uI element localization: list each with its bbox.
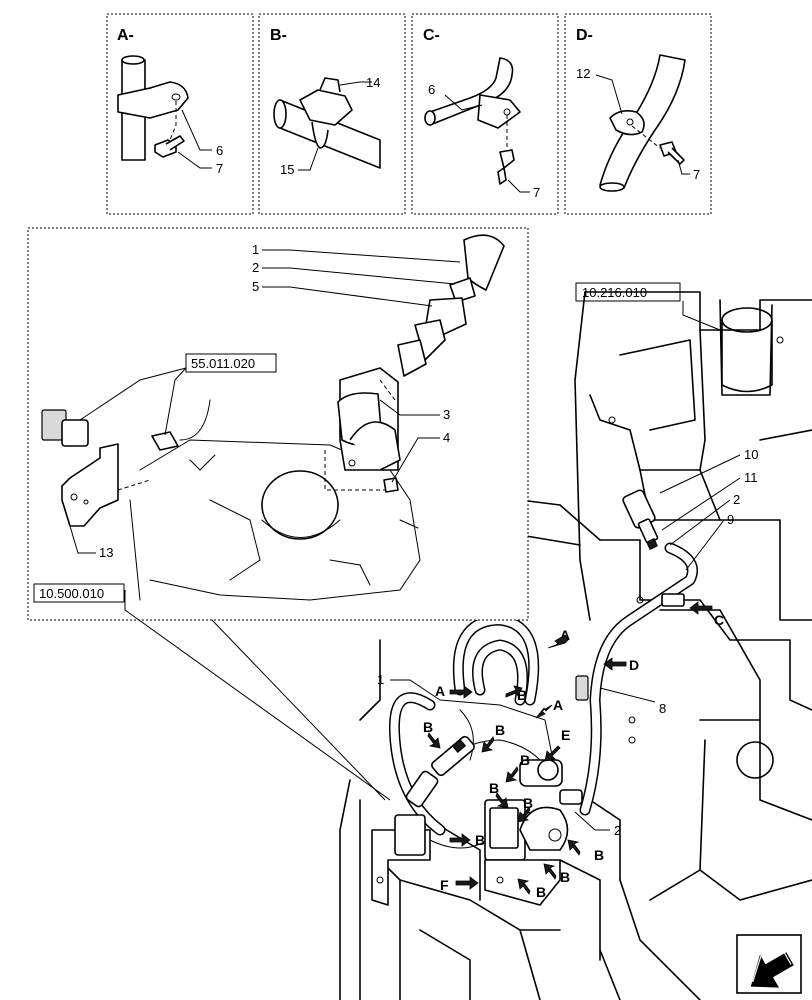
detail-panel-b [258, 13, 406, 215]
view-arrow-b-4: B [520, 752, 530, 768]
view-arrow-e: E [561, 727, 570, 743]
arrow-pointer-d [603, 657, 627, 671]
ref-code-10500010: 10.500.010 [39, 586, 104, 601]
arrow-pointer-b-3 [481, 736, 495, 753]
callout-main-2-bottom: 2 [614, 823, 621, 838]
callout-c-7: 7 [533, 185, 540, 200]
callout-inset-1: 1 [252, 242, 259, 257]
arrow-pointer-b-8 [567, 839, 581, 856]
arrow-pointer-e [544, 745, 561, 762]
arrow-pointer-a-1 [547, 634, 569, 649]
arrow-pointer-b-7 [449, 833, 471, 847]
view-arrow-pointers [427, 601, 713, 895]
view-arrow-b-10: B [536, 884, 546, 900]
view-arrow-labels: A A A B B B B B B B B B B C D E F [423, 612, 724, 900]
panel-callouts: 6 7 14 15 6 7 12 7 [216, 66, 700, 200]
view-arrow-f: F [440, 877, 449, 893]
detail-panel-d [564, 13, 712, 215]
view-arrow-a-3: A [553, 697, 563, 713]
view-arrow-b-7: B [475, 832, 485, 848]
machine-frame [339, 291, 812, 1000]
callout-d-7: 7 [693, 167, 700, 182]
callout-c-6: 6 [428, 82, 435, 97]
ref-code-10216010: 10.216.010 [582, 285, 647, 300]
arrow-pointer-f [455, 876, 479, 890]
arrow-pointer-b-2 [427, 732, 441, 749]
panel-title-d: D- [576, 27, 593, 44]
callout-b-14: 14 [366, 75, 380, 90]
inset-panel [27, 227, 529, 801]
detail-panel-a [106, 13, 254, 215]
callout-main-9: 9 [727, 512, 734, 527]
callout-main-11: 11 [744, 470, 758, 485]
view-arrow-a-2: A [435, 683, 445, 699]
inset-labels: 55.011.020 10.500.010 1 2 5 3 4 13 [33, 242, 450, 603]
view-arrow-b-8: B [594, 847, 604, 863]
callout-inset-5: 5 [252, 279, 259, 294]
callout-a-7: 7 [216, 161, 223, 176]
panel-title-c: C- [423, 27, 440, 44]
view-arrow-c: C [714, 612, 724, 628]
callout-main-1: 1 [377, 672, 384, 687]
callout-inset-13: 13 [99, 545, 113, 560]
callout-inset-3: 3 [443, 407, 450, 422]
ref-code-55011020: 55.011.020 [191, 356, 255, 371]
arrow-pointer-b-4 [505, 766, 519, 783]
callout-main-10: 10 [744, 447, 758, 462]
arrow-pointer-a-2 [449, 685, 473, 699]
arrow-pointer-c [689, 601, 713, 615]
arrow-pointer-b-10 [517, 878, 531, 895]
callout-inset-4: 4 [443, 430, 450, 445]
view-arrow-b-3: B [495, 722, 505, 738]
view-arrow-b-5: B [489, 780, 499, 796]
view-arrow-b-6: B [523, 795, 533, 811]
arrow-pointer-b-9 [543, 863, 557, 880]
panel-title-a: A- [117, 27, 134, 44]
main-leaders [390, 301, 741, 831]
detail-panel-c [411, 13, 559, 215]
main-labels: 10.216.010 10 11 2 9 1 8 2 [377, 282, 758, 838]
arrow-pointer-b-1 [505, 685, 523, 698]
view-arrow-b-1: B [517, 687, 527, 703]
arrow-pointer-b-5 [495, 792, 509, 809]
panel-titles: A- B- C- D- [117, 27, 593, 44]
next-page-arrow-icon[interactable] [736, 934, 802, 1000]
view-arrow-b-2: B [423, 719, 433, 735]
panel-title-b: B- [270, 27, 287, 44]
view-arrow-b-9: B [560, 869, 570, 885]
callout-b-15: 15 [280, 162, 294, 177]
view-arrow-d: D [629, 657, 639, 673]
callout-inset-2: 2 [252, 260, 259, 275]
arrow-pointer-a-3 [535, 704, 553, 719]
callout-main-2-top: 2 [733, 492, 740, 507]
callout-a-6: 6 [216, 143, 223, 158]
arrow-pointer-b-6 [517, 806, 531, 823]
callout-d-12: 12 [576, 66, 590, 81]
callout-main-8: 8 [659, 701, 666, 716]
